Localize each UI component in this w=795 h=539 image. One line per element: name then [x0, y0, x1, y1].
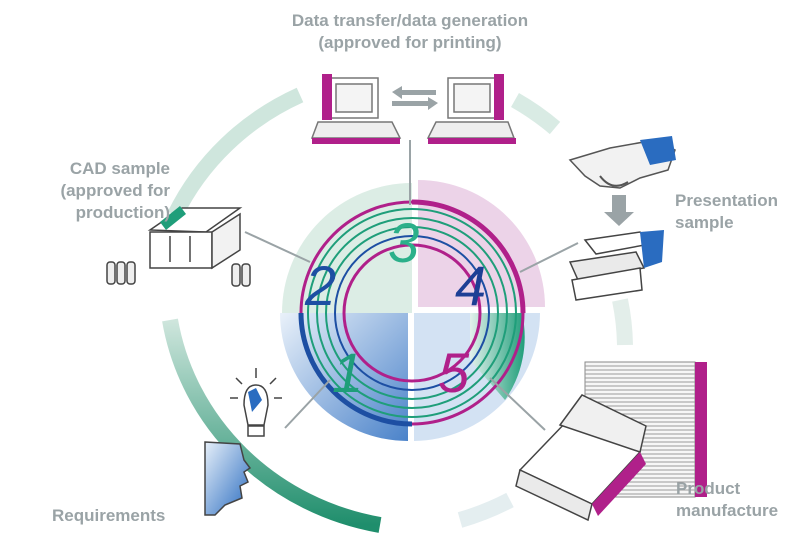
label-cad-line3: production)	[75, 203, 170, 222]
ring-arc-right	[612, 298, 633, 346]
handshake-icon	[568, 136, 676, 189]
ring-arc-top-left	[167, 87, 304, 219]
concentric-rings	[298, 199, 526, 427]
label-data-transfer-line2: (approved for printing)	[318, 33, 502, 52]
label-cad-line1: CAD sample	[69, 159, 170, 178]
label-data-transfer: Data transfer/data generation (approved …	[272, 10, 548, 54]
computer-icon	[310, 74, 402, 144]
quadrant-2	[282, 183, 412, 313]
step-number-2: 2	[304, 254, 336, 317]
quadrant-4	[418, 180, 545, 307]
step-numbers: 1 2 3 4 5	[304, 211, 486, 404]
down-arrow-icon	[604, 195, 634, 226]
step-number-4: 4	[455, 254, 486, 317]
label-presentation-line2: sample	[675, 213, 734, 232]
label-presentation-sample: Presentation sample	[675, 190, 793, 234]
cad-box-icon	[147, 206, 243, 270]
bottles-icon	[106, 261, 251, 287]
ring-arc-bottom-right	[457, 492, 514, 528]
label-product-manufacture: Product manufacture	[676, 478, 792, 522]
transfer-arrows-icon	[392, 86, 438, 110]
computer-icon	[426, 74, 516, 144]
step-number-3: 3	[388, 211, 419, 274]
label-cad-line2: (approved for	[60, 181, 170, 200]
step-number-1: 1	[332, 341, 363, 404]
quadrants	[280, 180, 545, 441]
box-icon	[568, 230, 664, 301]
lightbulb-icon	[230, 368, 282, 437]
outer-ring	[162, 87, 633, 533]
connector-lines	[244, 140, 579, 431]
label-product-line1: Product	[676, 479, 741, 498]
step-number-5: 5	[438, 341, 470, 404]
label-cad-sample: CAD sample (approved for production)	[20, 158, 170, 224]
label-data-transfer-line1: Data transfer/data generation	[291, 11, 529, 30]
label-requirements: Requirements	[52, 505, 165, 527]
label-presentation-line1: Presentation	[675, 191, 778, 210]
product-box-icon	[515, 394, 647, 522]
label-product-line2: manufacture	[676, 501, 779, 520]
face-icon	[204, 441, 252, 516]
ring-arc-top-right	[510, 93, 561, 135]
label-requirements-text: Requirements	[52, 506, 166, 525]
